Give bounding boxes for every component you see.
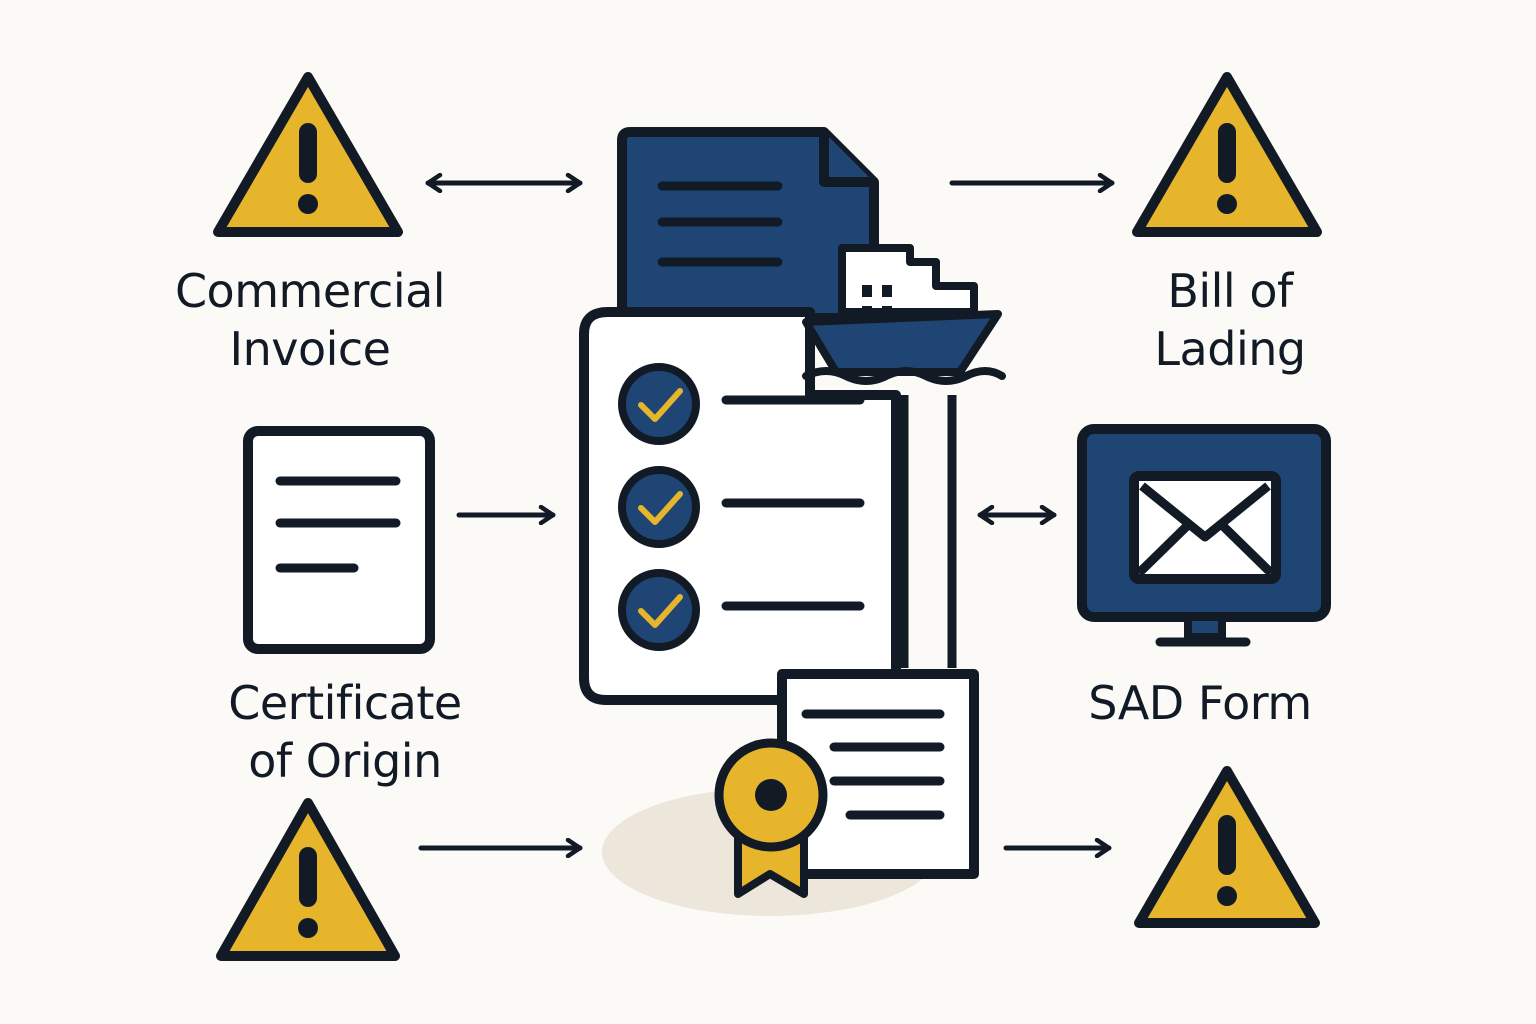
certificate-of-origin-label-line2: of Origin (248, 734, 442, 788)
commercial-invoice-label-line1: Commercial (174, 264, 446, 318)
warning-icon (1134, 766, 1320, 928)
bill-of-lading-label-line1: Bill of (1167, 264, 1293, 318)
sad-form-label: SAD Form (1060, 674, 1340, 732)
certificate-of-origin-label-line1: Certificate (228, 676, 462, 730)
certificate-of-origin-document-icon (243, 426, 435, 654)
bill-of-lading-label: Bill of Lading (1090, 262, 1370, 378)
sad-form-label-line1: SAD Form (1088, 676, 1312, 730)
commercial-invoice-label-line2: Invoice (229, 322, 391, 376)
connector-pipes (899, 395, 957, 668)
warning-icon (216, 798, 400, 961)
bill-of-lading-label-line2: Lading (1154, 322, 1306, 376)
check-circle-icon (618, 569, 700, 651)
commercial-invoice-label: Commercial Invoice (150, 262, 470, 378)
warning-icon (213, 72, 403, 237)
invoice-document-icon (617, 127, 879, 323)
warning-icon (1132, 72, 1322, 237)
award-seal-icon (714, 738, 828, 898)
check-circle-icon (618, 363, 700, 445)
email-envelope-icon (1129, 471, 1281, 584)
certificate-of-origin-label: Certificate of Origin (190, 674, 500, 790)
check-circle-icon (618, 466, 700, 548)
cargo-ship-icon (802, 244, 1006, 385)
